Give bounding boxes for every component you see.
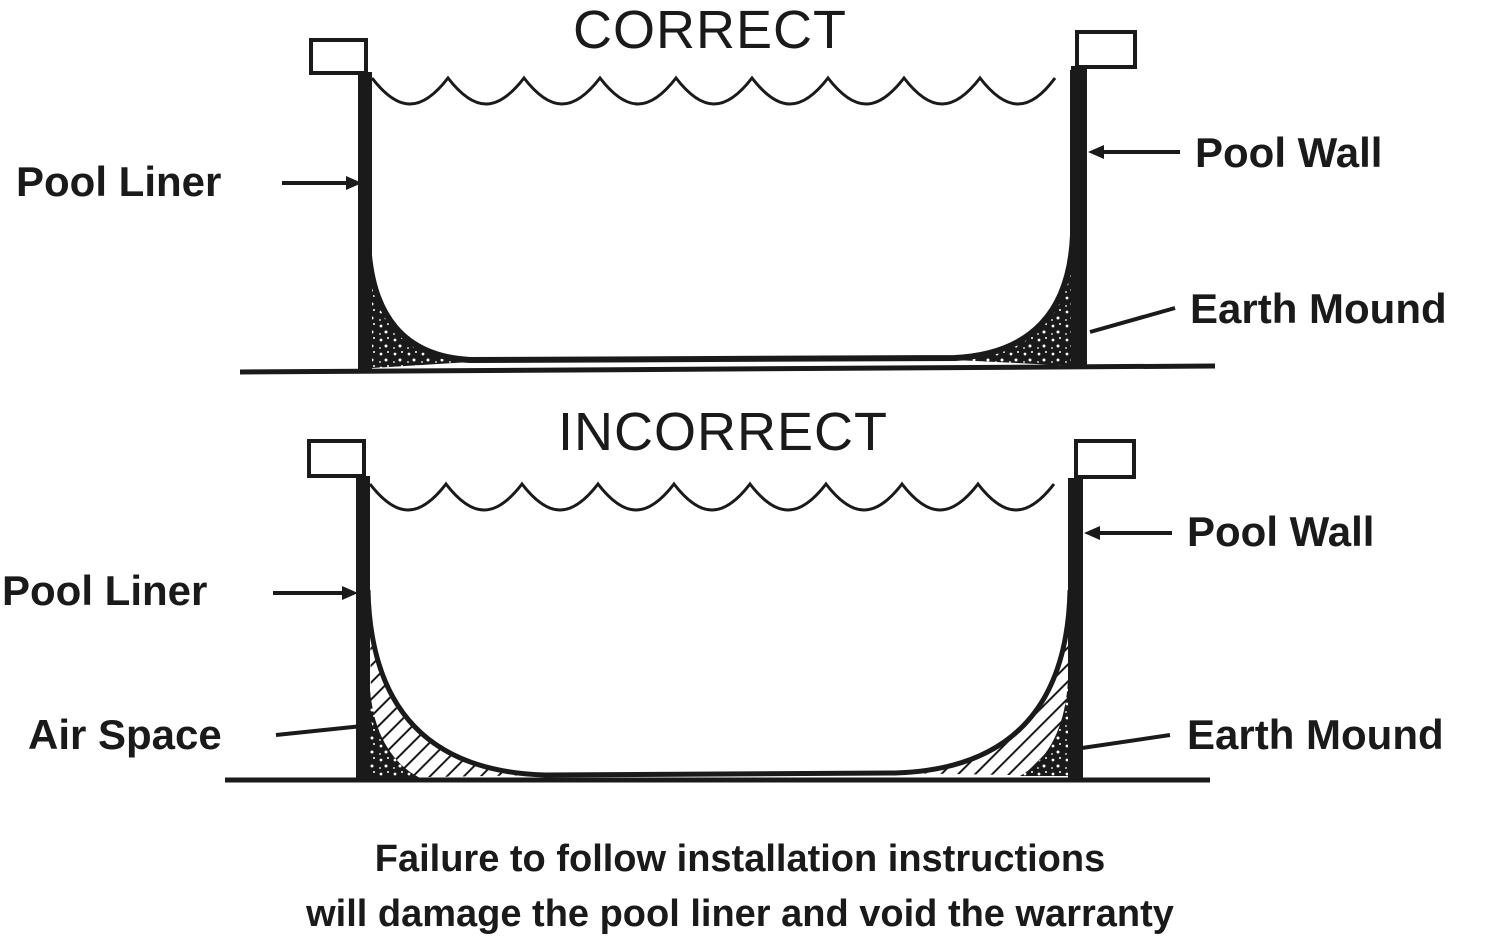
label-pool-wall-correct: Pool Wall [1195, 129, 1383, 176]
warning-caption: Failure to follow installation instructi… [190, 832, 1290, 942]
caption-line-2: will damage the pool liner and void the … [306, 893, 1174, 936]
label-pool-wall-incorrect: Pool Wall [1187, 508, 1375, 555]
arrow-air-space [275, 723, 373, 737]
pool-wall-right [1068, 478, 1083, 778]
pool-wall-right [1071, 66, 1087, 368]
arrow-earth-mound [1089, 306, 1176, 334]
earth-mound-left [370, 240, 470, 368]
air-space-right [895, 610, 1068, 776]
air-space-left [370, 620, 545, 778]
caption-line-1: Failure to follow installation instructi… [374, 838, 1106, 880]
correct-heading: CORRECT [573, 0, 847, 60]
label-pool-liner-incorrect: Pool Liner [2, 567, 208, 614]
earth-mound-left [370, 690, 420, 778]
arrow-earth-mound [1081, 733, 1171, 750]
pool-liner-left [365, 70, 1076, 364]
top-rail-right [1075, 30, 1137, 69]
pool-liner-curve [365, 589, 1073, 778]
label-earth-mound-correct: Earth Mound [1190, 285, 1447, 332]
top-rail-right [1074, 439, 1136, 479]
earth-mound-right [955, 235, 1077, 366]
water-surface [368, 481, 1056, 512]
top-rail-left [307, 439, 366, 478]
label-air-space: Air Space [28, 711, 222, 758]
incorrect-heading: INCORRECT [558, 402, 888, 462]
earth-mound-right [1020, 680, 1068, 776]
water-surface [370, 75, 1057, 106]
pool-wall-left [358, 72, 372, 372]
ground-line [239, 363, 1216, 375]
correct-diagram [239, 30, 1216, 375]
label-earth-mound-incorrect: Earth Mound [1187, 711, 1444, 758]
pool-wall-left [356, 476, 370, 780]
top-rail-left [309, 38, 368, 75]
label-pool-liner-correct: Pool Liner [16, 158, 222, 205]
incorrect-diagram [225, 439, 1210, 783]
